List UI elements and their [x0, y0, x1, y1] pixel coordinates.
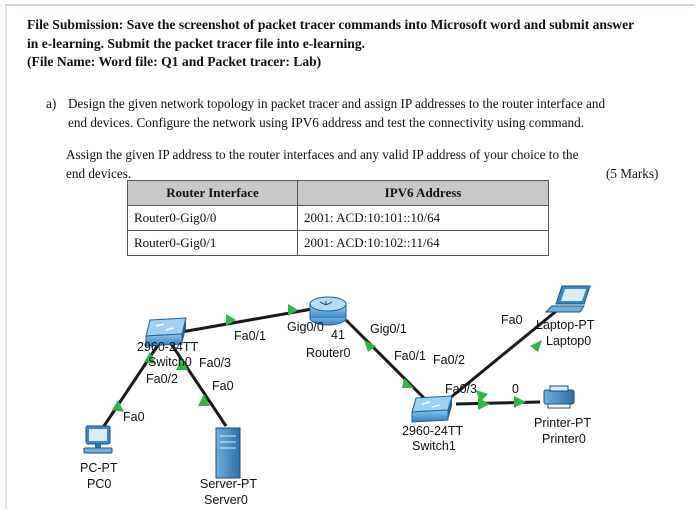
link-up-icon: [176, 358, 188, 370]
link-up-icon: [530, 340, 542, 352]
switch1-model-label: 2960-24TT: [402, 424, 464, 438]
table-cell-interface: Router0-Gig0/0: [127, 205, 298, 231]
switch0-fa01-label: Fa0/1: [234, 329, 266, 343]
link-up-icon: [198, 394, 210, 406]
link-switch1-laptop: [449, 306, 561, 400]
switch1-fa01-label: Fa0/1: [394, 349, 426, 363]
link-up-icon: [514, 396, 526, 408]
server-name-label: Server0: [204, 493, 248, 507]
submission-instructions: File Submission: Save the screenshot of …: [27, 16, 687, 72]
printer-port-label: 0: [512, 382, 519, 396]
switch0-fa02-label: Fa0/2: [146, 372, 178, 386]
switch1-name-label: Switch1: [412, 439, 456, 453]
router-port-count-label: 41: [331, 328, 345, 342]
switch0-fa03-label: Fa0/3: [199, 356, 231, 370]
router-icon[interactable]: [309, 296, 347, 326]
pc-icon[interactable]: [83, 425, 113, 454]
pc-fa0-label: Fa0: [123, 410, 145, 424]
table-header-address: IPV6 Address: [297, 180, 549, 206]
switch0-icon[interactable]: [145, 317, 187, 347]
document-frame: [5, 4, 695, 509]
link-status-indicators: [112, 304, 542, 412]
pc-model-label: PC-PT: [80, 461, 118, 475]
ip-address-table: Router Interface IPV6 Address Router0-Gi…: [127, 180, 549, 256]
router-name-label: Router0: [306, 346, 351, 360]
link-up-icon: [364, 340, 376, 352]
link-up-icon: [402, 378, 414, 388]
link-up-icon: [226, 314, 236, 326]
assign-line-1: Assign the given IP address to the route…: [66, 147, 579, 162]
pc-name-label: PC0: [87, 477, 112, 491]
switch0-name-label: Switch0: [148, 355, 192, 369]
header-line-2: in e-learning. Submit the packet tracer …: [27, 35, 366, 51]
switch0-model-label: 2960-24TT: [137, 340, 199, 354]
question-number: a): [46, 96, 57, 111]
link-up-icon: [144, 352, 156, 364]
header-line-3: (File Name: Word file: Q1 and Packet tra…: [27, 54, 322, 69]
server-model-label: Server-PT: [200, 477, 257, 491]
server-icon[interactable]: [215, 427, 241, 479]
table-row: Router0-Gig0/0 2001: ACD:10:101::10/64: [127, 205, 549, 231]
switch1-fa02-label: Fa0/2: [433, 353, 465, 367]
question-line-1: Design the given network topology in pac…: [68, 96, 606, 111]
printer-name-label: Printer0: [542, 432, 586, 446]
printer-icon[interactable]: [543, 385, 575, 409]
assign-instructions: Assign the given IP address to the route…: [66, 145, 666, 183]
printer-model-label: Printer-PT: [534, 416, 591, 430]
laptop-fa0-label: Fa0: [501, 313, 523, 327]
link-up-icon: [112, 400, 124, 412]
router-gig01-label: Gig0/1: [370, 322, 407, 336]
laptop-icon[interactable]: [544, 285, 591, 313]
link-switch0-server: [168, 341, 228, 427]
server-fa0-label: Fa0: [212, 379, 234, 393]
table-cell-address: 2001: ACD:10:102::11/64: [297, 230, 549, 256]
link-switch1-printer: [455, 400, 541, 406]
link-up-icon: [478, 398, 490, 410]
laptop-model-label: Laptop-PT: [536, 318, 595, 332]
assign-line-2: end devices.: [66, 166, 132, 181]
switch1-fa03-label: Fa0/3: [445, 382, 477, 396]
laptop-name-label: Laptop0: [546, 334, 592, 348]
table-header-interface: Router Interface: [127, 180, 298, 206]
router-gig00-label: Gig0/0: [287, 320, 324, 334]
header-line-1: File Submission: Save the screenshot of …: [27, 17, 635, 32]
table-row: Router0-Gig0/1 2001: ACD:10:102::11/64: [127, 230, 549, 256]
link-up-icon: [288, 304, 298, 316]
question-line-2: end devices. Configure the network using…: [68, 115, 585, 130]
marks-label: (5 Marks): [606, 166, 659, 181]
switch1-icon[interactable]: [411, 395, 453, 423]
